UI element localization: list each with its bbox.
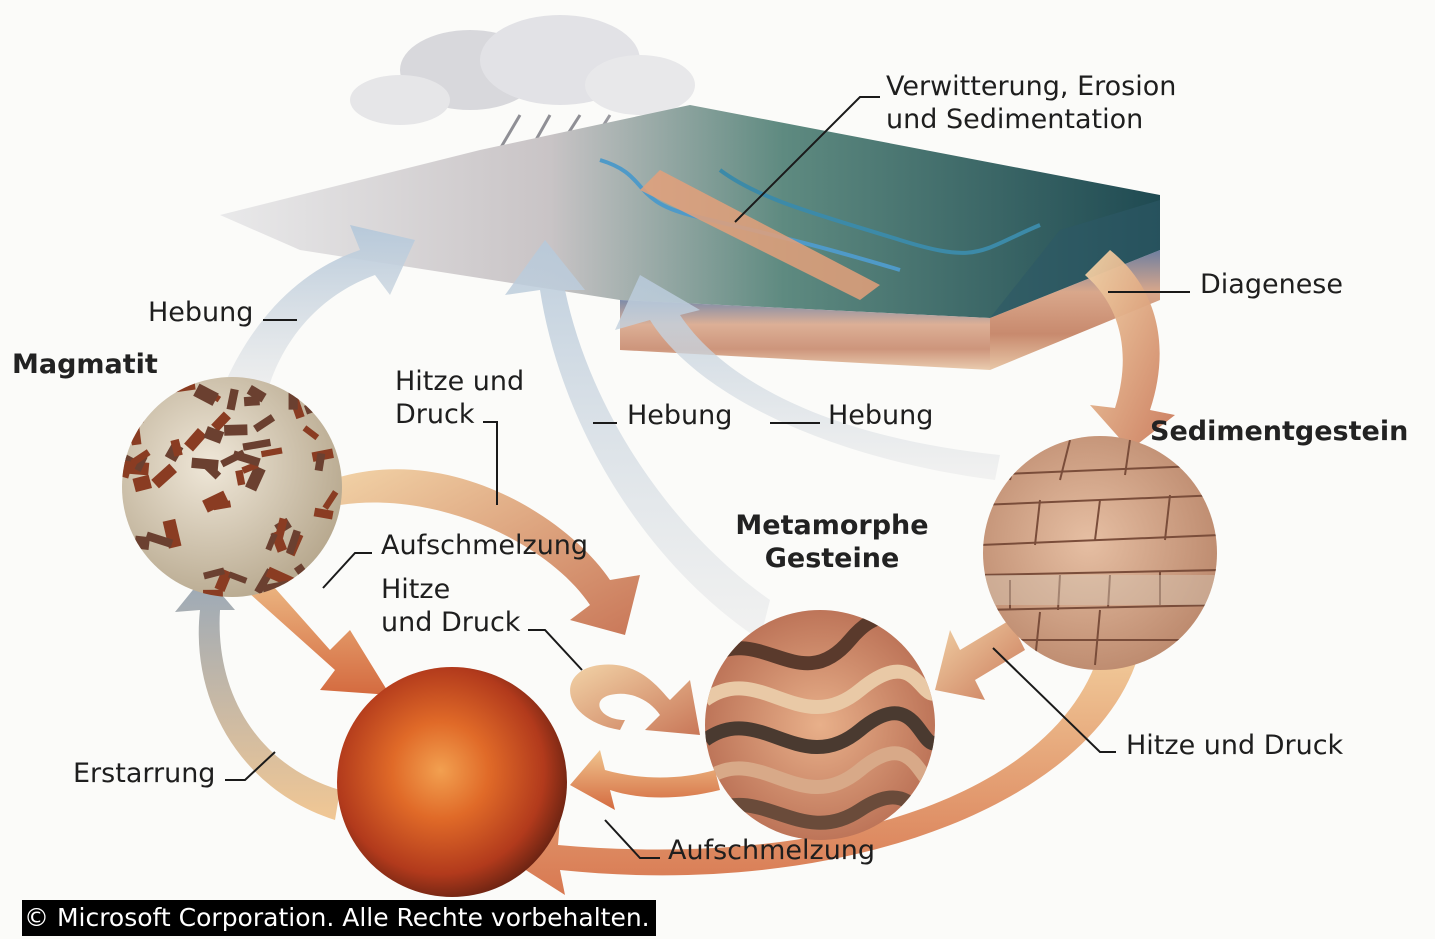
weathering-label: Verwitterung, Erosion und Sedimentation — [886, 70, 1176, 136]
hebung-middle-label: Hebung — [627, 399, 732, 432]
crystal-speck — [139, 392, 148, 411]
sedimentgestein-label: Sedimentgestein — [1150, 415, 1408, 448]
crystal-speck — [113, 581, 140, 591]
hitze-druck-mid-label: Hitze und Druck — [381, 573, 520, 639]
hebung-right-label: Hebung — [828, 399, 933, 432]
crystal-speck — [112, 432, 134, 444]
aufschmelzung-top-label: Aufschmelzung — [381, 529, 588, 562]
metamorphe-gesteine-label: Metamorphe Gesteine — [727, 509, 937, 575]
crystal-speck — [289, 392, 298, 410]
hitze-druck-top-line2: Druck — [395, 398, 524, 431]
crystal-speck — [116, 417, 141, 430]
weathering-label-line2: und Sedimentation — [886, 103, 1176, 136]
aufschmelzung-bottom-label: Aufschmelzung — [668, 834, 875, 867]
metamorph-rock — [705, 610, 940, 840]
crystal-speck — [132, 555, 149, 578]
hitze-druck-mid-line1: Hitze — [381, 573, 520, 606]
erstarrung-label: Erstarrung — [73, 757, 215, 790]
metamorphe-line2: Gesteine — [727, 542, 937, 575]
magmatit-label: Magmatit — [12, 348, 158, 381]
metamorphe-line1: Metamorphe — [727, 509, 937, 542]
hitze-druck-right-label: Hitze und Druck — [1126, 729, 1343, 762]
diagenese-label: Diagenese — [1200, 268, 1343, 301]
crystal-speck — [105, 479, 122, 493]
melt-arrow-metamorph — [570, 750, 720, 810]
crystal-speck — [224, 424, 248, 435]
heat-loop-arrow — [570, 664, 700, 735]
hebung-left-label: Hebung — [148, 296, 253, 329]
crystal-speck — [129, 421, 141, 445]
crystal-speck — [124, 570, 146, 591]
hitze-druck-mid-line2: und Druck — [381, 606, 520, 639]
crystal-speck — [304, 400, 323, 414]
magma-sphere — [337, 667, 567, 897]
hitze-druck-top-label: Hitze und Druck — [395, 365, 524, 431]
crystal-speck — [124, 413, 144, 428]
crystal-speck — [134, 536, 150, 550]
crystal-speck — [103, 543, 129, 563]
crystal-speck — [244, 396, 260, 406]
crystal-speck — [103, 532, 126, 556]
hitze-druck-top-line1: Hitze und — [395, 365, 524, 398]
copyright-notice: © Microsoft Corporation. Alle Rechte vor… — [22, 900, 656, 936]
heat-arrow-sediment — [935, 620, 1025, 700]
magmatit-rock — [103, 353, 342, 605]
weathering-label-line1: Verwitterung, Erosion — [886, 70, 1176, 103]
